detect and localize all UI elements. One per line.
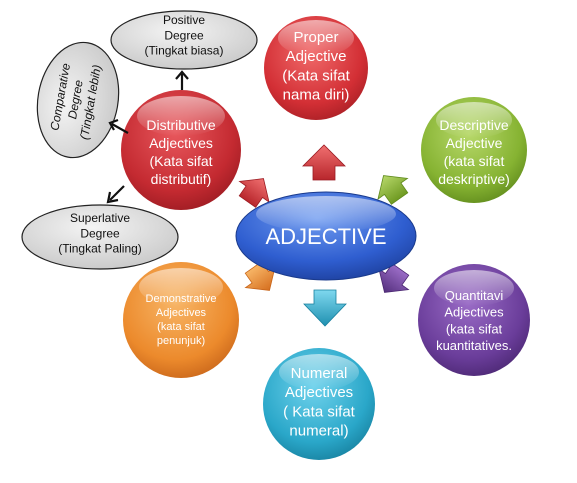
center-label: ADJECTIVE [265,224,386,249]
degree-superlative-line-2: Degree [80,226,120,240]
node-demonstrative-line-2: Adjectives [156,307,207,319]
node-quantitative-line-1: Quantitavi [445,288,504,303]
center-adjective: ADJECTIVE [235,191,417,281]
arrow-to-distributive [238,178,270,208]
node-numeral-line-2: Adjectives [285,384,353,401]
node-demonstrative-line-1: Demonstrative [146,293,217,305]
node-demonstrative-line-3: (kata sifat [157,321,205,333]
node-proper-line-2: Adjective [286,48,347,65]
node-proper-line-1: Proper [293,29,338,46]
node-descriptive-line-3: (kata sifat [444,153,505,169]
node-descriptive-line-2: Adjective [446,135,503,151]
arrow-to-proper [302,144,346,181]
node-proper-line-3: (Kata sifat [282,67,350,84]
arrow-to-comparative [108,118,129,134]
node-quantitative-line-2: Adjectives [444,305,504,320]
arrow-to-superlative [106,185,125,204]
arrow-to-positive [175,70,189,90]
degree-comparative: ComparativeDegree(Tingkat lebih) [36,41,120,159]
node-distributive-line-4: distributif) [151,171,212,187]
node-numeral-line-4: numeral) [289,423,348,440]
degree-positive-line-3: (Tingkat biasa) [145,44,224,58]
degree-superlative-line-3: (Tingkat Paling) [58,242,142,256]
degree-positive-line-2: Degree [164,28,204,42]
arrow-to-quantitative [378,263,410,293]
node-descriptive-line-4: deskriptive) [438,171,510,187]
degree-positive-line-1: Positive [163,13,205,27]
node-numeral-line-3: ( Kata sifat [283,403,356,420]
node-numeral-line-1: Numeral [291,365,348,382]
node-demonstrative-line-4: penunjuk) [157,335,205,347]
node-quantitative-line-4: kuantitatives. [436,338,512,353]
arrow-to-numeral [303,289,347,327]
node-descriptive-line-1: Descriptive [439,117,508,133]
node-proper-line-4: nama diri) [283,87,350,104]
degree-comparative-line-2: Degree [65,79,86,121]
node-quantitative-line-3: (kata sifat [446,321,503,336]
degree-superlative-line-1: Superlative [70,211,130,225]
node-distributive-line-2: Adjectives [149,135,213,151]
arrow-to-descriptive [377,175,409,205]
node-distributive-line-3: (Kata sifat [149,153,212,169]
node-distributive-line-1: Distributive [146,117,215,133]
